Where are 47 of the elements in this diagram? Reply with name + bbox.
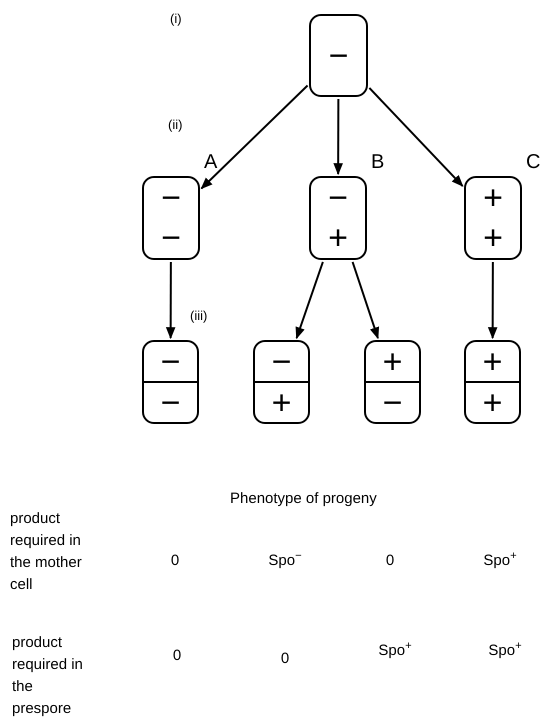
divided-cell (464, 340, 521, 424)
cell-letter: B (371, 152, 384, 172)
allele-sign: − (382, 386, 402, 420)
table-value: 0 (384, 551, 396, 571)
allele-sign: + (272, 386, 292, 420)
allele-sign: + (382, 344, 402, 378)
table-value: 0 (170, 551, 180, 571)
divided-cell (142, 340, 199, 424)
arrow (200, 84, 308, 190)
arrow (488, 262, 498, 340)
cell (142, 176, 200, 260)
stage-label: (iii) (190, 307, 208, 325)
stage-label: (i) (170, 10, 183, 28)
cell (309, 176, 367, 260)
table-value: Spo$^{−}$ (267, 550, 303, 571)
divided-cell (253, 340, 310, 424)
allele-sign: − (272, 344, 292, 378)
row-label: product required in the prespore (12, 633, 84, 719)
cell (309, 14, 368, 97)
allele-sign: + (483, 221, 503, 255)
table-value: 0 (172, 646, 182, 666)
arrow (368, 87, 464, 187)
table-value: Spo$^{+}$ (482, 550, 518, 571)
arrow (333, 99, 343, 176)
allele-sign: − (160, 344, 180, 378)
row-label: product required in the mother cell (10, 509, 83, 595)
allele-sign: + (483, 181, 503, 215)
allele-sign: − (328, 38, 348, 72)
arrow (296, 262, 324, 340)
table-value: Spo$^{+}$ (487, 640, 523, 661)
allele-sign: + (482, 386, 502, 420)
table-heading: Phenotype of progeny (230, 489, 378, 509)
allele-sign: − (328, 181, 348, 215)
arrow (352, 262, 380, 340)
allele-sign: + (482, 344, 502, 378)
allele-sign: − (160, 386, 180, 420)
arrow (166, 262, 176, 340)
allele-sign: + (328, 221, 348, 255)
cell-letter: A (204, 152, 218, 172)
cell-letter: C (526, 152, 540, 172)
table-value: Spo$^{+}$ (377, 640, 413, 661)
allele-sign: − (161, 181, 181, 215)
cell (464, 176, 522, 260)
divided-cell (364, 340, 421, 424)
stage-label: (ii) (168, 116, 184, 134)
table-value: 0 (280, 649, 290, 669)
allele-sign: − (161, 221, 181, 255)
